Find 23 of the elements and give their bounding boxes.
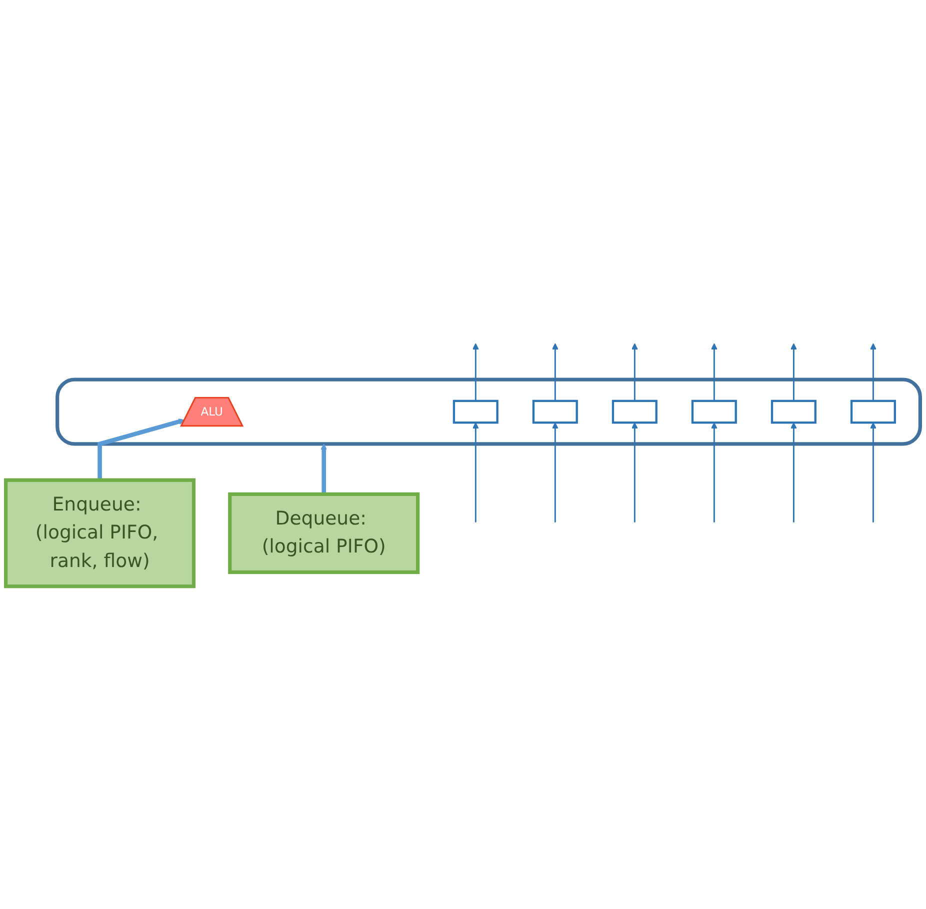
arrow <box>98 418 185 481</box>
node-box <box>691 400 737 424</box>
arrow <box>632 422 638 523</box>
arrow <box>870 344 876 402</box>
node-box <box>770 400 816 424</box>
arrow <box>790 344 797 402</box>
arrow <box>552 344 558 402</box>
arrow <box>711 422 718 523</box>
arrow <box>711 344 718 402</box>
arrow <box>870 422 876 523</box>
node-box: Dequeue: (logical PIFO) <box>228 492 420 574</box>
arrow <box>320 444 328 495</box>
node-box <box>452 400 498 424</box>
node-box <box>850 400 896 424</box>
arrow <box>472 422 479 523</box>
node-box <box>612 400 658 424</box>
arrow <box>472 344 479 402</box>
arrow <box>790 422 797 523</box>
cluster <box>56 378 922 446</box>
node-box: Enqueue: (logical PIFO, rank, flow) <box>4 478 196 589</box>
arrow <box>552 422 558 523</box>
arrow <box>632 344 638 402</box>
node-box <box>532 400 578 424</box>
